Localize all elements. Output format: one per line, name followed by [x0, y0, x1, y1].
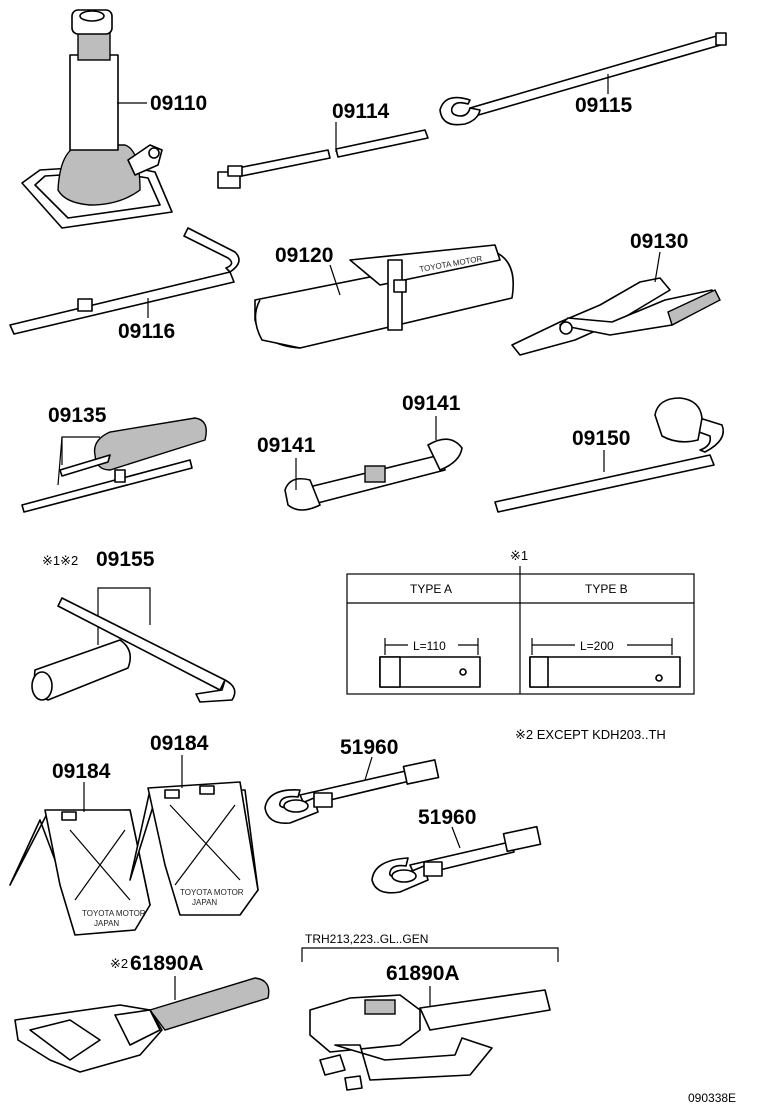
chock-left-drawing: TOYOTA MOTOR JAPAN	[9, 809, 151, 936]
part-number-chock-right: 09184	[150, 732, 209, 755]
chock-right-stamp: TOYOTA MOTOR	[180, 888, 244, 897]
chock-left-stamp-sub: JAPAN	[94, 919, 119, 928]
part-number-extension-left: 61890A	[130, 952, 204, 975]
wrench-drawing	[284, 438, 463, 511]
part-number-towing-eye-lower: 51960	[418, 806, 476, 829]
part-number-chock-left: 09184	[52, 760, 111, 783]
except-note: ※2 EXCEPT KDH203..TH	[515, 727, 666, 742]
towing-eye-upper-drawing	[264, 759, 440, 825]
jack-drawing	[21, 9, 173, 229]
type-b-length: L=200	[580, 639, 614, 653]
jack-handle-rod-drawing	[217, 129, 429, 189]
plug-wrench-drawing	[31, 597, 236, 703]
type-a-length: L=110	[413, 639, 446, 653]
part-number-jack-handle-hook: 09115	[575, 94, 633, 117]
type-table-mark: ※1	[510, 548, 528, 563]
plug-wrench-marks: ※1※2	[42, 553, 78, 568]
diagram-code: 090338E	[688, 1091, 736, 1105]
part-number-screwdriver: 09135	[48, 404, 107, 427]
type-a-header: TYPE A	[410, 582, 452, 596]
extension-left-drawing	[14, 977, 270, 1073]
part-number-plug-wrench: 09155	[96, 548, 155, 571]
chock-right-drawing: TOYOTA MOTOR JAPAN	[129, 781, 259, 916]
towing-eye-lower-drawing	[371, 825, 542, 894]
part-number-wrench-lower: 09141	[257, 434, 316, 457]
part-number-jack-handle-rod: 09114	[332, 100, 390, 123]
type-b-header: TYPE B	[585, 582, 628, 596]
extension-right-drawing	[309, 989, 551, 1091]
chock-right-stamp-sub: JAPAN	[192, 898, 217, 907]
screwdriver-drawing	[21, 417, 207, 513]
extension-left-mark: ※2	[110, 956, 128, 971]
part-number-wrench-upper: 09141	[402, 392, 461, 415]
jack-handle-bar-drawing	[9, 227, 240, 335]
part-number-towing-eye-upper: 51960	[340, 736, 398, 759]
bracket-label: TRH213,223..GL..GEN	[305, 932, 428, 946]
part-number-pliers: 09130	[630, 230, 688, 253]
part-number-extension-right: 61890A	[386, 962, 460, 985]
tool-bag-drawing: TOYOTA MOTOR	[254, 244, 514, 349]
part-number-wheel-nut-wrench: 09150	[572, 427, 630, 450]
type-table: ※1 TYPE A TYPE B L=110 L=200	[346, 548, 695, 695]
jack-handle-hook-drawing	[439, 32, 727, 126]
wheel-nut-wrench-drawing	[494, 397, 724, 513]
part-number-jack-handle-bar: 09116	[118, 320, 175, 343]
part-number-jack: 09110	[150, 92, 207, 115]
part-number-tool-bag: 09120	[275, 244, 333, 267]
chock-left-stamp: TOYOTA MOTOR	[82, 909, 146, 918]
pliers-drawing	[511, 277, 721, 356]
